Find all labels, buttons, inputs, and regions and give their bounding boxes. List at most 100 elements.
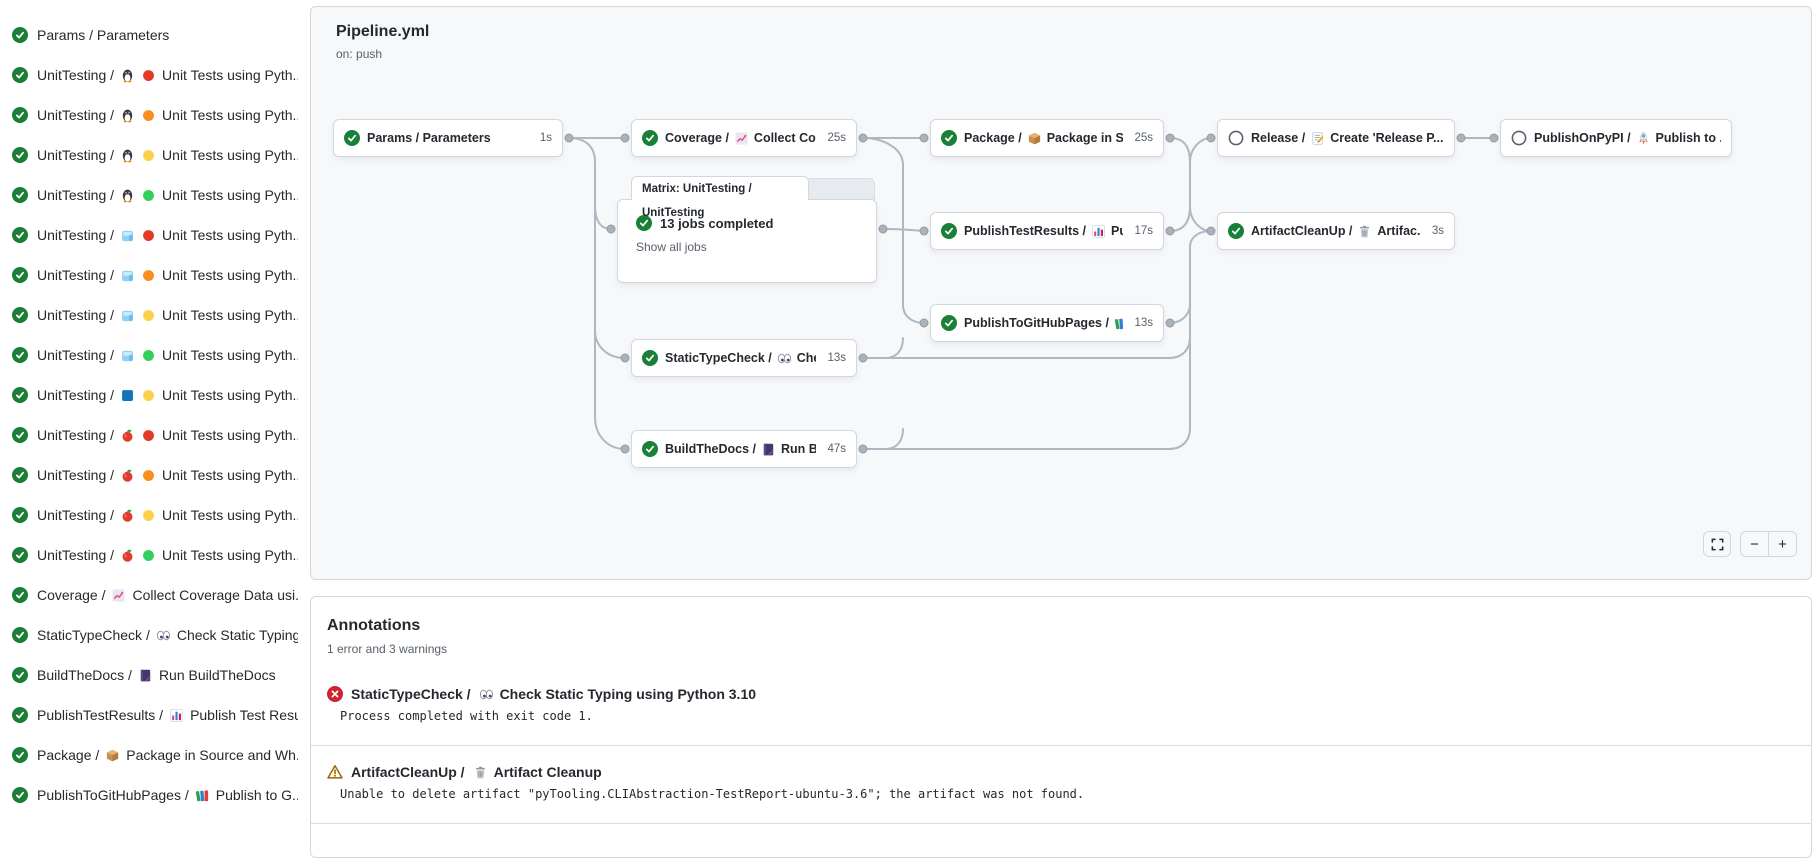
sidebar-job-item[interactable]: Package /Package in Source and Wh... (0, 735, 302, 775)
sidebar-job-item[interactable]: UnitTesting /Unit Tests using Pyth... (0, 415, 302, 455)
graph-node-params[interactable]: Params / Parameters 1s (333, 119, 563, 157)
red-circle-icon (141, 68, 156, 83)
job-label: UnitTesting /Unit Tests using Pyth... (37, 547, 298, 563)
node-label: BuildTheDocs /Run Buil... (665, 442, 816, 457)
graph-node-coverage[interactable]: Coverage /Collect Cove... 25s (631, 119, 857, 157)
job-title-label: Run BuildTheDocs (158, 667, 276, 683)
success-icon (941, 315, 957, 331)
job-label: UnitTesting /Unit Tests using Pyth... (37, 227, 298, 243)
bar-chart-icon (169, 708, 184, 723)
rocket-icon (1636, 131, 1651, 146)
success-icon (941, 223, 957, 239)
green-circle-icon (141, 548, 156, 563)
zoom-out-button[interactable]: − (1750, 535, 1759, 553)
warning-icon (327, 764, 343, 780)
job-name-label: UnitTesting / (37, 387, 115, 403)
graph-node-release[interactable]: Release / Create 'Release P... (1217, 119, 1455, 157)
annotation-label: StaticTypeCheck /Check Static Typing usi… (351, 686, 756, 702)
graph-node-publishtogithubpages[interactable]: PublishToGitHubPages /... 13s (930, 304, 1164, 342)
node-name-label: Release / (1251, 131, 1306, 145)
sidebar-job-item[interactable]: PublishToGitHubPages /Publish to G... (0, 775, 302, 815)
sidebar-job-item[interactable]: UnitTesting /Unit Tests using Pyth... (0, 215, 302, 255)
memo-icon (1310, 131, 1325, 146)
annotation-title[interactable]: StaticTypeCheck /Check Static Typing usi… (327, 686, 1795, 702)
success-icon (642, 130, 658, 146)
red-circle-icon (141, 428, 156, 443)
node-label: PublishToGitHubPages /... (964, 316, 1124, 331)
graph-node-buildthedocs[interactable]: BuildTheDocs /Run Buil... 47s (631, 430, 857, 468)
sidebar-job-item[interactable]: UnitTesting / Unit Tests using Pyth... (0, 375, 302, 415)
job-name-label: UnitTesting / (37, 347, 115, 363)
annotations-panel: Annotations 1 error and 3 warnings Stati… (310, 596, 1812, 858)
job-name-label: UnitTesting / (37, 187, 115, 203)
yellow-circle-icon (141, 508, 156, 523)
job-name-label: UnitTesting / (37, 307, 115, 323)
sidebar-job-item[interactable]: UnitTesting /Unit Tests using Pyth... (0, 175, 302, 215)
graph-node-statictypecheck[interactable]: StaticTypeCheck /Chec... 13s (631, 339, 857, 377)
node-label: Coverage / Collect Cove... (665, 131, 816, 146)
fullscreen-button[interactable] (1703, 531, 1731, 557)
books-icon (195, 788, 210, 803)
sidebar-job-item[interactable]: UnitTesting /Unit Tests using Pyth... (0, 295, 302, 335)
zoom-in-button[interactable]: + (1768, 532, 1796, 556)
job-title-label: Unit Tests using Pyth... (162, 67, 298, 83)
graph-node-publishonpypi[interactable]: PublishOnPyPI /Publish to ... (1500, 119, 1732, 157)
workflow-run-page: { "pipeline": { "title": "Pipeline.yml",… (0, 6, 1812, 858)
sidebar-job-item[interactable]: UnitTesting /Unit Tests using Pyth... (0, 535, 302, 575)
job-title-label: Unit Tests using Pyth... (162, 267, 298, 283)
job-label: PublishTestResults /Publish Test Resu... (37, 707, 298, 723)
graph-node-publishtestresults[interactable]: PublishTestResults /Pu... 17s (930, 212, 1164, 250)
sidebar-job-item[interactable]: Params / Parameters (0, 15, 302, 55)
apple-icon (120, 428, 135, 443)
annotation-message-label: Artifact Cleanup (493, 764, 602, 780)
job-label: UnitTesting /Unit Tests using Pyth... (37, 467, 298, 483)
success-icon (12, 347, 28, 363)
error-icon (327, 686, 343, 702)
annotations-title: Annotations (327, 617, 421, 634)
sidebar-job-item[interactable]: Coverage /Collect Coverage Data usi... (0, 575, 302, 615)
sidebar-job-item[interactable]: BuildTheDocs /Run BuildTheDocs (0, 655, 302, 695)
job-title-label: Publish to G... (215, 787, 298, 803)
sidebar-job-item[interactable]: UnitTesting /Unit Tests using Pyth... (0, 95, 302, 135)
annotation-title[interactable]: ArtifactCleanUp /Artifact Cleanup (327, 764, 1795, 780)
job-title-label: Unit Tests using Pyth... (162, 347, 298, 363)
yellow-circle-icon (141, 148, 156, 163)
show-all-jobs-link[interactable]: Show all jobs (636, 240, 707, 254)
success-icon (1228, 223, 1244, 239)
success-icon (12, 667, 28, 683)
job-label: UnitTesting /Unit Tests using Pyth... (37, 147, 298, 163)
matrix-group-tab[interactable]: Matrix: UnitTesting / UnitTesting (631, 176, 809, 219)
matrix-summary: 13 jobs completed (660, 215, 774, 231)
sidebar-job-item[interactable]: UnitTesting / Unit Tests using Pyth... (0, 335, 302, 375)
sidebar-job-item[interactable]: UnitTesting /Unit Tests using Pyth... (0, 455, 302, 495)
node-title-label: Package in So... (1046, 131, 1124, 145)
books-icon (1114, 316, 1124, 331)
node-duration: 47s (827, 443, 846, 455)
apple-icon (120, 508, 135, 523)
success-icon (12, 467, 28, 483)
node-title-label: Pu... (1111, 224, 1123, 238)
job-name-label: StaticTypeCheck / (37, 627, 150, 643)
sidebar-job-item[interactable]: StaticTypeCheck /Check Static Typing... (0, 615, 302, 655)
matrix-group-card[interactable]: 13 jobs completed Show all jobs (617, 199, 877, 283)
graph-node-artifactcleanup[interactable]: ArtifactCleanUp /Artifac... 3s (1217, 212, 1455, 250)
apple-icon (120, 468, 135, 483)
job-title-label: Unit Tests using Pyth... (162, 387, 298, 403)
success-icon (12, 627, 28, 643)
success-icon (12, 147, 28, 163)
job-label: UnitTesting /Unit Tests using Pyth... (37, 427, 298, 443)
sidebar-job-item[interactable]: UnitTesting /Unit Tests using Pyth... (0, 495, 302, 535)
node-name-label: Params / Parameters (367, 131, 491, 145)
sidebar-job-item[interactable]: PublishTestResults /Publish Test Resu... (0, 695, 302, 735)
eyes-icon (156, 628, 171, 643)
node-title-label: Create 'Release P... (1330, 131, 1444, 145)
sidebar-job-item[interactable]: UnitTesting /Unit Tests using Pyth... (0, 55, 302, 95)
node-title-label: Collect Cove... (753, 131, 817, 145)
red-circle-icon (141, 228, 156, 243)
yellow-circle-icon (141, 308, 156, 323)
graph-node-package[interactable]: Package /Package in So... 25s (930, 119, 1164, 157)
sidebar-job-item[interactable]: UnitTesting /Unit Tests using Pyth... (0, 135, 302, 175)
node-name-label: Coverage / (665, 131, 729, 145)
job-label: Coverage /Collect Coverage Data usi... (37, 587, 298, 603)
sidebar-job-item[interactable]: UnitTesting /Unit Tests using Pyth... (0, 255, 302, 295)
